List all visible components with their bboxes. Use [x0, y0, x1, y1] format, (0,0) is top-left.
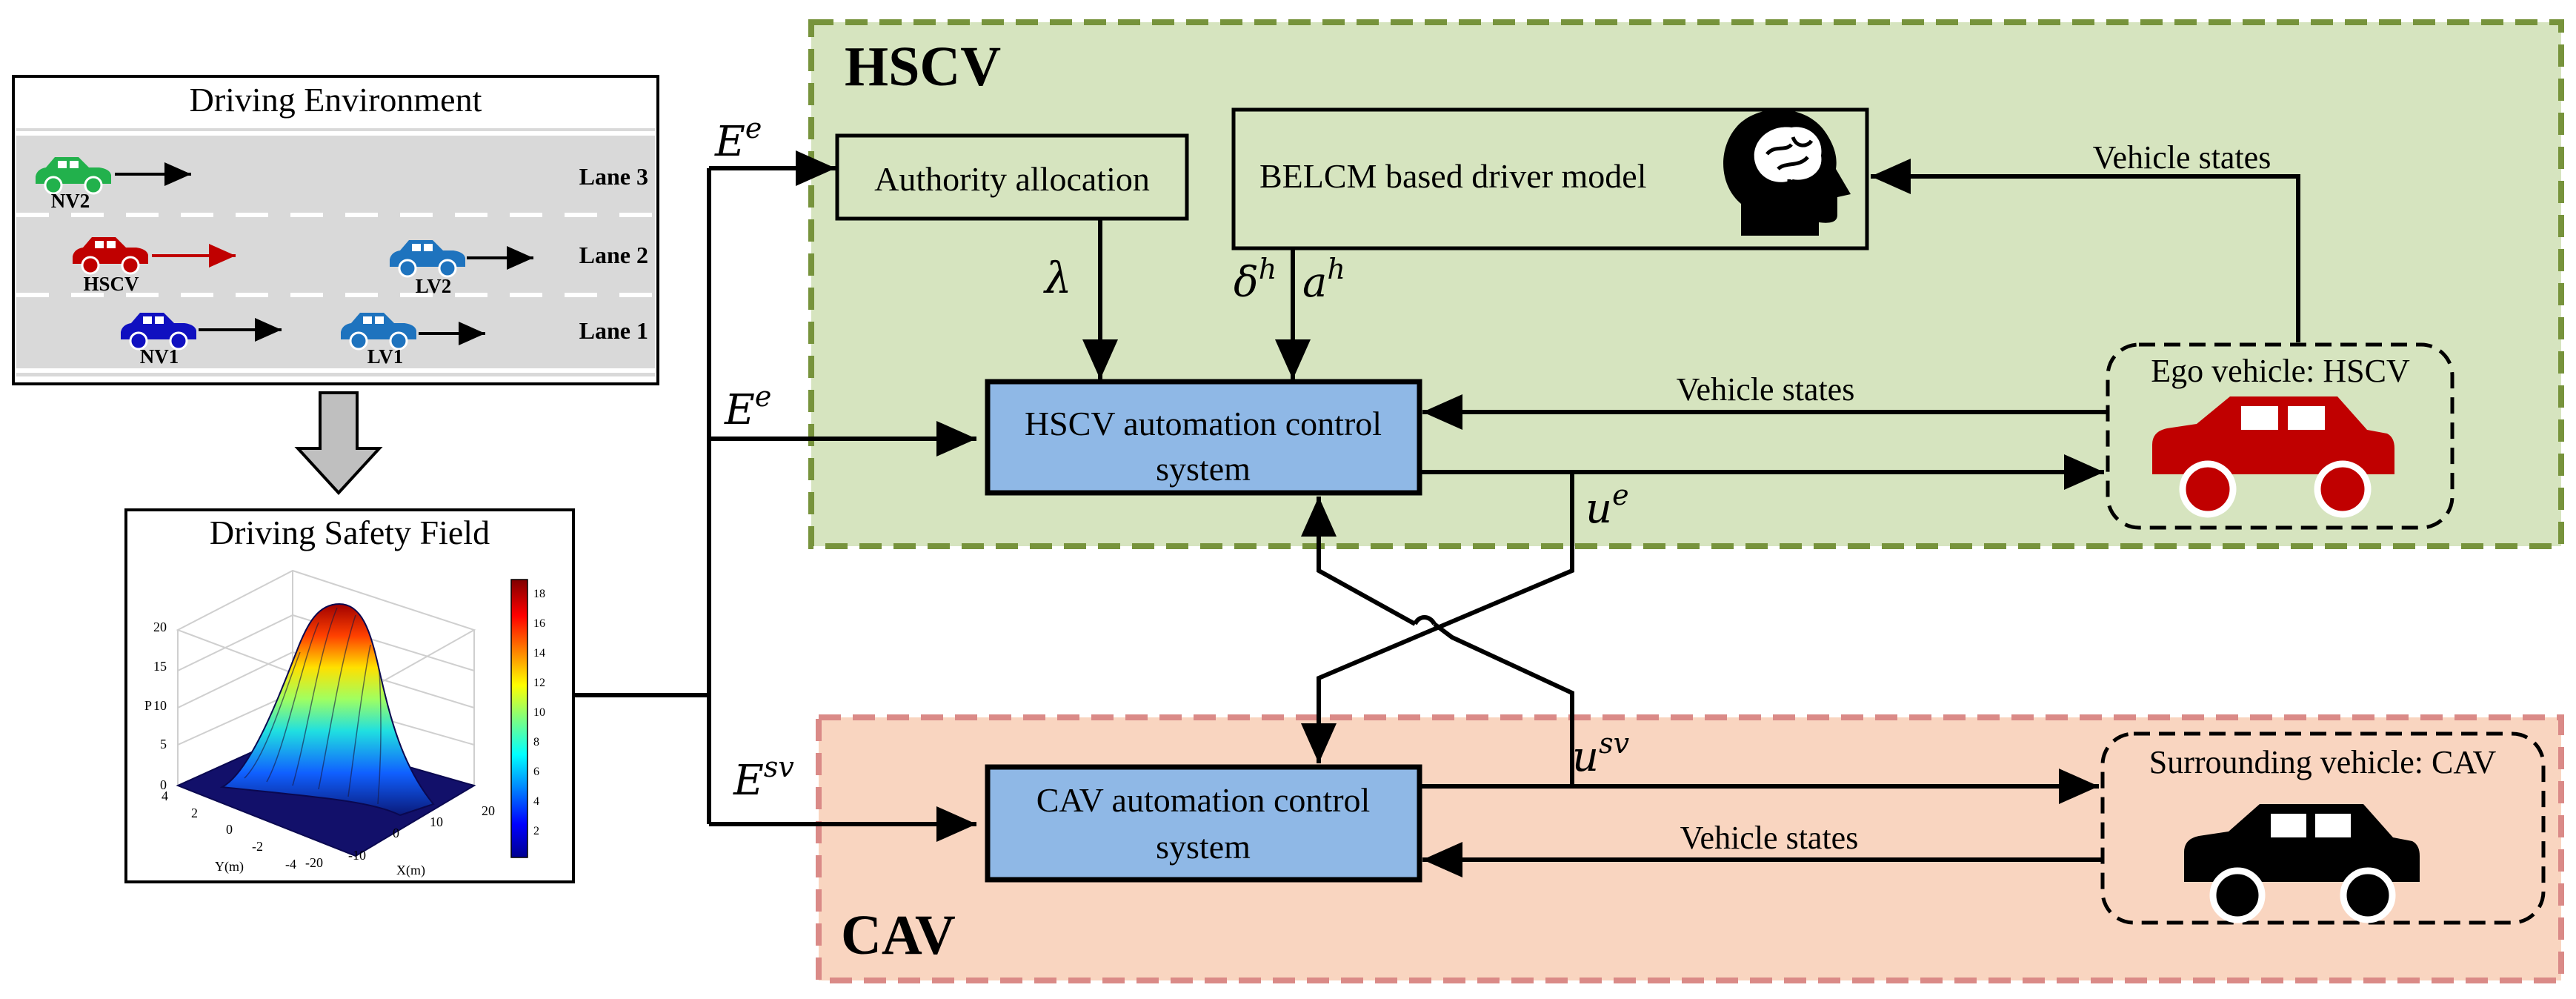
colorbar-tick: 16 [533, 617, 545, 630]
x-axis-label: X(m) [396, 863, 425, 878]
z-tick: 5 [160, 737, 167, 751]
colorbar-tick: 18 [533, 588, 545, 600]
z-tick: 15 [153, 659, 167, 674]
ee-mid-label: Ee [724, 380, 771, 434]
lv1-label: LV1 [367, 345, 404, 368]
y-tick: -2 [252, 839, 263, 854]
cav-control-label-line1: CAV automation control [1036, 781, 1371, 819]
z-tick: 0 [160, 777, 167, 792]
driving-environment-panel: Driving Environment Lane 3 Lane 2 Lane 1… [12, 75, 659, 385]
u-e-label: ue [1585, 479, 1629, 533]
y-tick: 0 [226, 822, 233, 837]
z-tick: 20 [153, 620, 167, 634]
esv-label: Esv [733, 751, 794, 805]
nv2-car-icon [36, 157, 111, 195]
colorbar-tick: 14 [533, 647, 545, 660]
colorbar-tick: 4 [533, 795, 539, 808]
driving-environment-title: Driving Environment [190, 81, 482, 119]
hscv-control-label-line2: system [1156, 450, 1251, 488]
ee-top-label: Ee [714, 112, 762, 166]
y-tick: 2 [191, 806, 198, 820]
lambda-label: λ [1043, 253, 1072, 303]
nv1-label: NV1 [140, 345, 179, 368]
colorbar-tick: 12 [533, 677, 545, 689]
surrounding-vehicle-box [2100, 731, 2546, 925]
x-tick: 10 [430, 814, 443, 829]
signal-bus [573, 150, 976, 842]
y-tick: 4 [162, 789, 168, 803]
ego-vehicle-box [2106, 342, 2454, 530]
delta-h-label: δh [1234, 253, 1277, 307]
ego-vehicle-label: Ego vehicle: HSCV [2151, 353, 2410, 389]
hscv-region-label: HSCV [845, 36, 1001, 98]
colorbar-tick: 8 [533, 736, 539, 749]
lane-1-label: Lane 1 [579, 317, 648, 344]
authority-allocation-block [835, 133, 1189, 221]
x-tick: 20 [482, 803, 495, 818]
u-sv-label: usv [1572, 727, 1630, 781]
colorbar-tick: 6 [533, 766, 539, 778]
lv2-car-icon [390, 240, 465, 278]
y-axis-label: Y(m) [215, 859, 244, 874]
down-arrow-icon [294, 391, 383, 495]
x-tick: -20 [305, 855, 323, 870]
x-tick: -10 [348, 848, 366, 863]
z-axis-label: P [144, 698, 152, 713]
z-tick: 10 [153, 698, 167, 713]
surrounding-vehicle-label: Surrounding vehicle: CAV [2149, 744, 2497, 780]
colorbar-tick: 2 [533, 825, 539, 837]
lane-3-label: Lane 3 [579, 163, 648, 190]
authority-allocation-label: Authority allocation [874, 160, 1150, 198]
hscv-car-icon [73, 237, 148, 275]
driver-model-label: BELCM based driver model [1259, 157, 1647, 195]
vehicle-states-mid-label: Vehicle states [1677, 371, 1855, 408]
cav-automation-control-block [985, 764, 1422, 883]
lv2-label: LV2 [416, 275, 452, 297]
surrounding-car-icon [2184, 804, 2420, 923]
connections [1082, 159, 2300, 877]
cav-control-label-line2: system [1156, 828, 1251, 866]
lane-2-label: Lane 2 [579, 242, 648, 268]
nv1-car-icon [121, 313, 196, 351]
hscv-car-label: HSCV [83, 273, 139, 295]
nv2-label: NV2 [51, 190, 90, 212]
x-tick: 0 [393, 826, 399, 840]
driving-safety-field-title: Driving Safety Field [210, 514, 490, 551]
brain-head-icon [1723, 109, 1851, 236]
ego-car-icon [2152, 396, 2394, 518]
hscv-control-label-line1: HSCV automation control [1025, 405, 1382, 442]
y-tick: -4 [285, 857, 296, 872]
hscv-automation-control-block [985, 379, 1422, 496]
lv1-car-icon [341, 313, 416, 351]
a-h-label: ah [1302, 253, 1345, 307]
vehicle-states-bottom-label: Vehicle states [1680, 820, 1859, 856]
colorbar-tick: 10 [533, 706, 545, 719]
vehicle-states-top-label: Vehicle states [2093, 139, 2272, 176]
cav-region-label: CAV [841, 904, 956, 966]
colorbar [510, 579, 528, 858]
driving-safety-field-panel: Driving Safety Field 0 [124, 508, 575, 883]
